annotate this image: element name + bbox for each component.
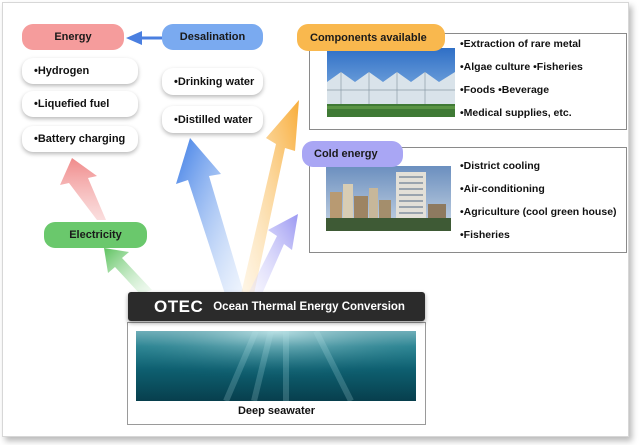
cold-item-agriculture: •Agriculture (cool green house) [460, 206, 617, 218]
components-item-medical-supplies: •Medical supplies, etc. [460, 107, 572, 119]
otec-abbreviation: OTEC [154, 296, 204, 316]
arrow-electricity-to-energy [60, 158, 106, 220]
arrow-otec-to-components [241, 100, 299, 294]
arrow-otec-to-cold [248, 214, 298, 294]
cold-energy-label: Cold energy [302, 141, 403, 167]
desalination-item-distilled-water: •Distilled water [162, 106, 263, 133]
otec-title-bar: OTEC Ocean Thermal Energy Conversion [128, 292, 425, 321]
components-label: Components available [297, 24, 445, 51]
cold-energy-list: •District cooling •Air-conditioning •Agr… [460, 155, 617, 247]
cold-item-fisheries: •Fisheries [460, 229, 510, 241]
deep-seawater-label: Deep seawater [237, 405, 316, 417]
electricity-label: Electricity [44, 222, 147, 248]
arrow-otec-to-electricity [104, 248, 152, 294]
components-list: •Extraction of rare metal •Algae culture… [460, 33, 583, 125]
energy-label: Energy [22, 24, 124, 50]
energy-item-liquefied-fuel: •Liquefied fuel [22, 91, 138, 117]
energy-item-hydrogen: •Hydrogen [22, 58, 138, 84]
components-item-foods-beverage: •Foods •Beverage [460, 84, 550, 96]
otec-full-name: Ocean Thermal Energy Conversion [213, 300, 405, 313]
cold-item-district-cooling: •District cooling [460, 160, 541, 172]
components-item-rare-metal: •Extraction of rare metal [460, 38, 581, 50]
cold-item-air-conditioning: •Air-conditioning [460, 183, 545, 195]
desalination-item-drinking-water: •Drinking water [162, 68, 263, 95]
city-photo [326, 166, 451, 231]
components-item-algae-fisheries: •Algae culture •Fisheries [460, 61, 583, 73]
seawater-photo [136, 331, 416, 401]
desalination-label: Desalination [162, 24, 263, 50]
energy-item-battery-charging: •Battery charging [22, 126, 138, 152]
deep-seawater-panel: Deep seawater [127, 322, 426, 425]
greenhouse-photo [327, 48, 455, 117]
arrow-otec-to-water [176, 138, 244, 294]
